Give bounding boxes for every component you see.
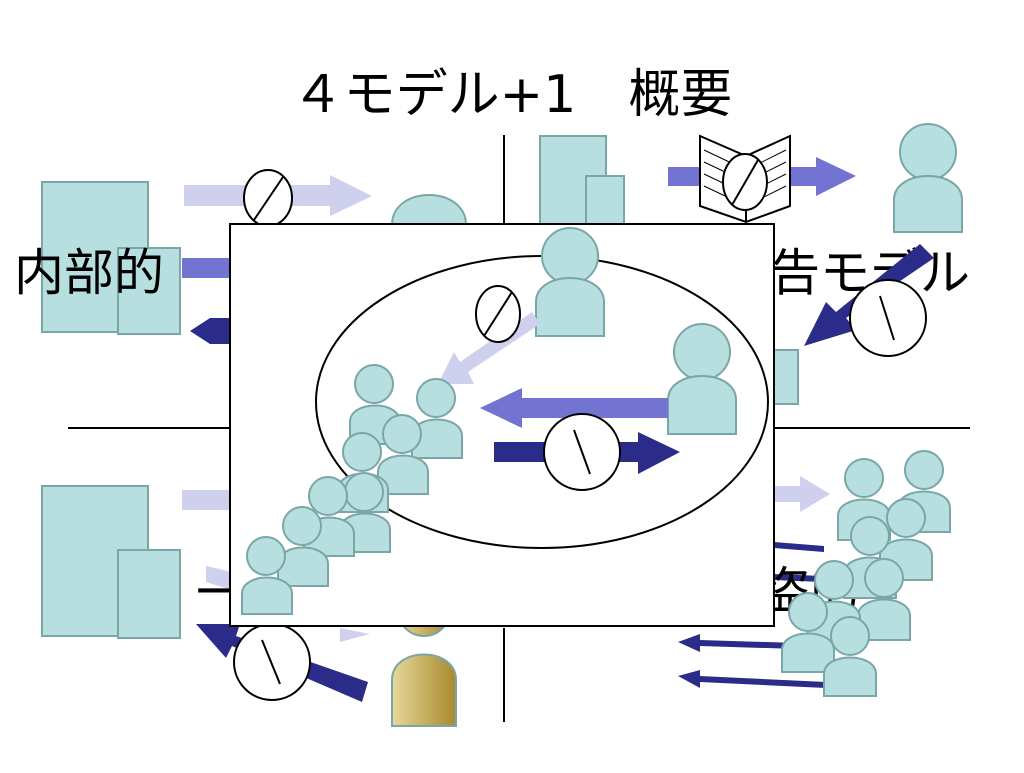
arrow-pale-short (206, 566, 232, 590)
arrow-left-thin-dark (678, 670, 826, 688)
arrow-pale-small (340, 628, 370, 642)
arrow-right-pale (182, 490, 232, 510)
backslash-circle-icon (543, 413, 621, 491)
center-panel (229, 223, 775, 627)
open-book-icon (699, 134, 791, 224)
person-icon (857, 558, 911, 641)
person-icon (535, 227, 605, 337)
arrow-right-mid (182, 258, 232, 278)
backslash-circle-icon (233, 623, 311, 701)
document-icon (117, 247, 181, 335)
person-icon (390, 194, 468, 226)
person-group-icon (781, 450, 951, 697)
quadrant-label-top-left: 内部的 (14, 244, 164, 302)
person-icon (823, 616, 877, 697)
person-icon (277, 506, 329, 587)
arrow-right-pale (774, 476, 830, 512)
document-icon (773, 349, 799, 405)
person-crowd-icon (241, 364, 463, 615)
slide-title: ４モデル+1 概要 (291, 65, 733, 125)
person-icon (241, 536, 293, 615)
quadrant-top-left: 内部的 (14, 169, 468, 344)
backslash-circle-icon (849, 279, 927, 357)
document-icon (117, 549, 181, 639)
arrow-left-mid (480, 388, 668, 428)
document-icon (585, 175, 625, 231)
quadrant-bottom-right: 盗的 (678, 450, 951, 697)
person-icon (667, 323, 737, 435)
person-icon (893, 123, 963, 233)
no-sign-icon (243, 169, 293, 227)
arrow-thin-dark (774, 574, 822, 582)
arrow-thin-dark (774, 542, 824, 552)
quadrant-top-right: 告モデル (539, 123, 970, 405)
person-icon (377, 414, 429, 495)
no-sign-icon (475, 285, 521, 343)
person-icon (781, 592, 835, 673)
quadrant-bottom-left: 一 (41, 485, 457, 727)
arrow-left-dark (190, 318, 232, 344)
